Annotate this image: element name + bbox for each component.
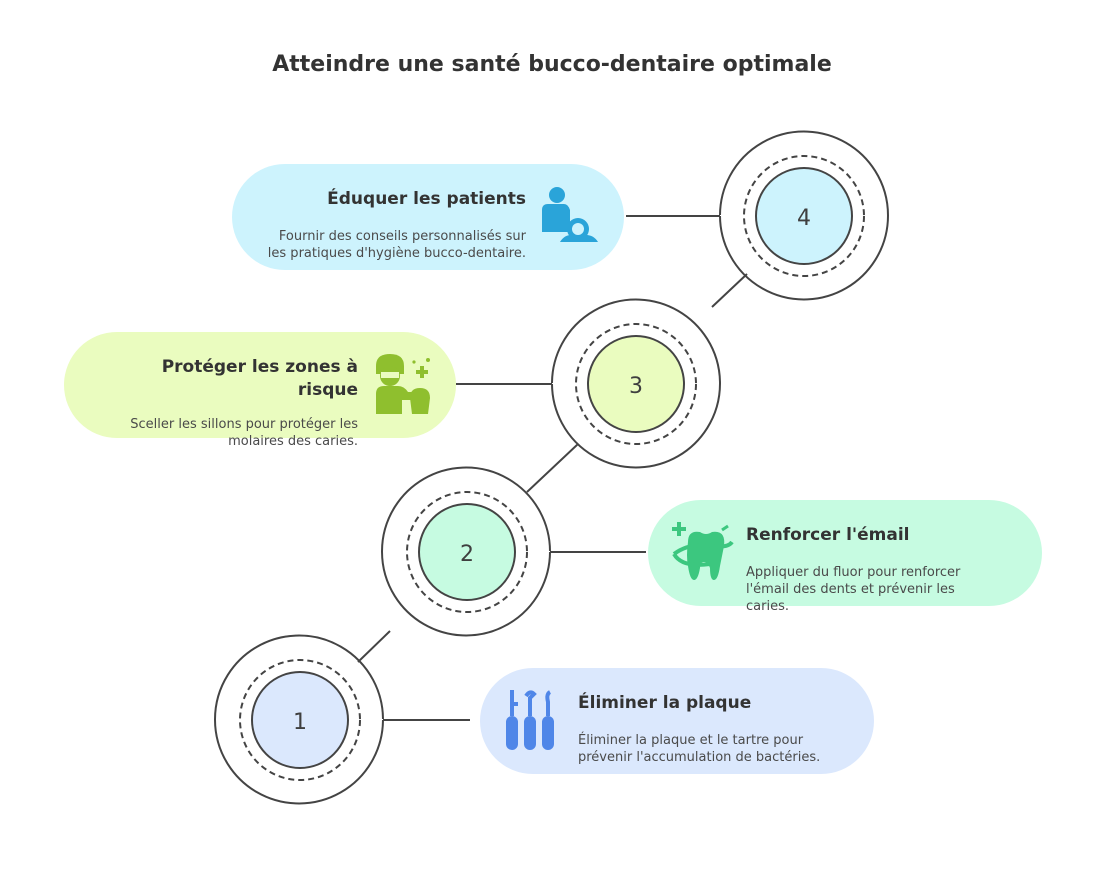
step-circle-1: 1 <box>214 634 470 805</box>
step-title-3: Protéger les zones à risque <box>161 357 358 400</box>
patient-education-icon <box>542 187 598 242</box>
step-circle-2: 2 <box>381 466 646 637</box>
step-description-1: Éliminer la plaque et le tartre pour pré… <box>578 733 821 765</box>
dental-tools-icon <box>506 690 554 750</box>
step-number-4: 4 <box>797 206 811 231</box>
step-title-1: Éliminer la plaque <box>578 693 752 713</box>
connector-1-2 <box>357 630 391 663</box>
dentist-care-icon <box>376 354 430 414</box>
connector-2-3 <box>526 443 579 493</box>
diagram-title: Atteindre une santé bucco-dentaire optim… <box>272 52 832 77</box>
step-number-3: 3 <box>629 374 643 399</box>
connector-3-4 <box>711 273 748 308</box>
tooth-shield-icon <box>672 522 734 580</box>
step-circle-4: 4 <box>626 130 889 301</box>
step-title-2: Renforcer l'émail <box>746 525 910 545</box>
step-title-4: Éduquer les patients <box>327 189 526 209</box>
step-description-2: Appliquer du fluor pour renforcer l'émai… <box>746 565 961 614</box>
step-number-1: 1 <box>293 710 307 735</box>
step-circle-3: 3 <box>456 298 721 469</box>
step-number-2: 2 <box>460 542 474 567</box>
step-description-4: Fournir des conseils personnalisés sur l… <box>267 229 526 261</box>
step-description-3: Sceller les sillons pour protéger les mo… <box>130 417 358 449</box>
